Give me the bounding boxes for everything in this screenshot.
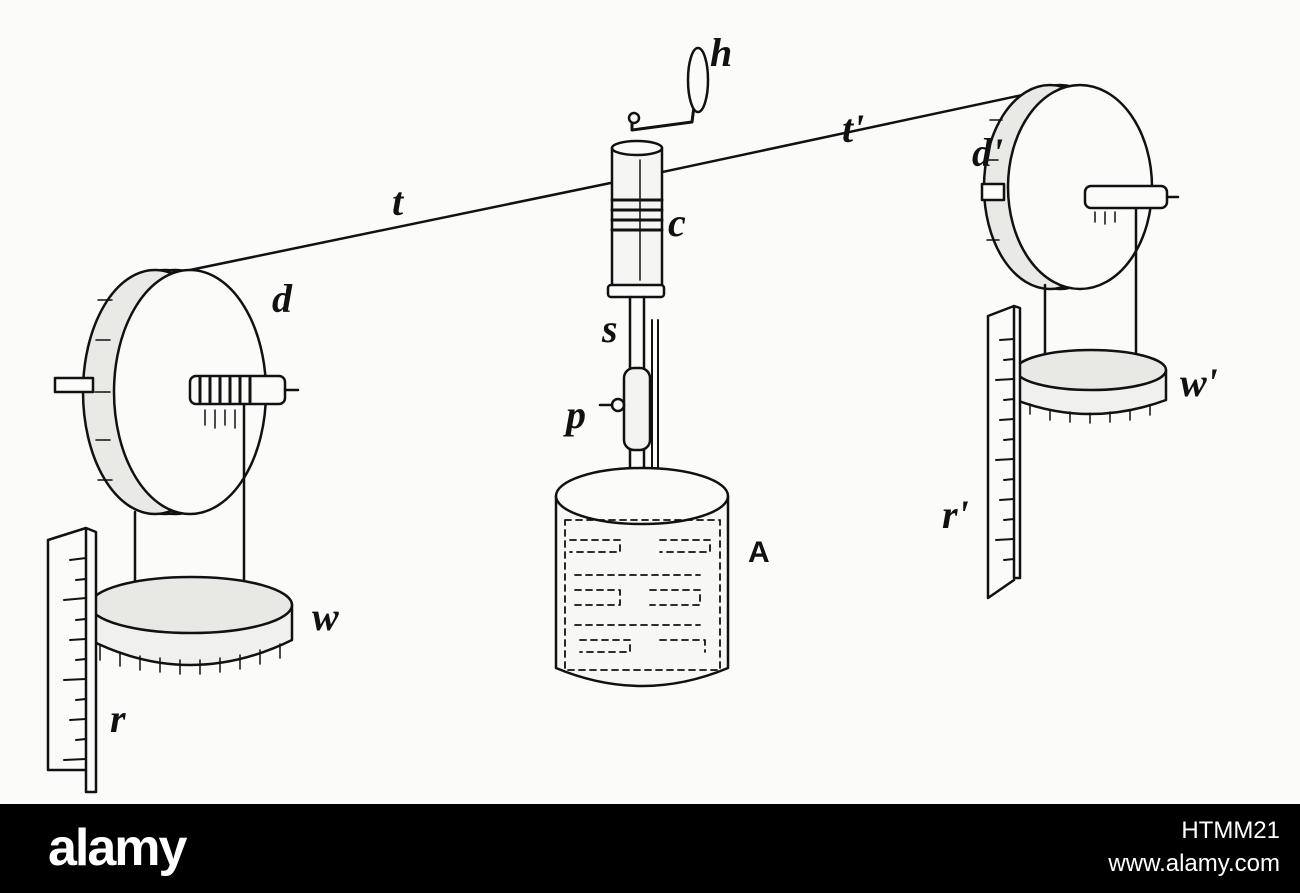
label-t-prime: t' xyxy=(842,106,864,151)
image-id-text: HTMM21 xyxy=(1181,817,1280,844)
apparatus-diagram: h t t' c d d' s p A w w' r r' xyxy=(46,30,1218,794)
label-t: t xyxy=(392,179,405,224)
right-weight xyxy=(1014,348,1168,424)
left-ruler xyxy=(46,526,98,794)
label-p: p xyxy=(563,392,586,437)
site-url-text: www.alamy.com xyxy=(1108,850,1280,877)
right-pulley xyxy=(980,83,1180,291)
label-s: s xyxy=(601,306,618,351)
stirrer-assembly xyxy=(598,46,710,562)
label-h: h xyxy=(710,30,732,75)
label-w-prime: w' xyxy=(1180,360,1218,405)
string-t-prime xyxy=(623,86,1057,182)
label-c: c xyxy=(668,200,686,245)
watermark-footer: alamy HTMM21 www.alamy.com xyxy=(0,804,1300,893)
left-pulley xyxy=(53,268,300,516)
label-r: r xyxy=(110,696,126,741)
label-d: d xyxy=(272,276,293,321)
right-ruler xyxy=(986,304,1022,600)
label-w: w xyxy=(312,594,339,639)
brand-logo: alamy xyxy=(48,819,187,877)
label-d-prime: d' xyxy=(972,130,1003,175)
vessel-a xyxy=(554,466,730,688)
engraving-figure: h t t' c d d' s p A w w' r r' xyxy=(46,30,1218,794)
label-r-prime: r' xyxy=(942,492,969,537)
left-weight xyxy=(88,575,294,675)
label-A: A xyxy=(748,536,770,569)
string-t xyxy=(188,178,627,272)
